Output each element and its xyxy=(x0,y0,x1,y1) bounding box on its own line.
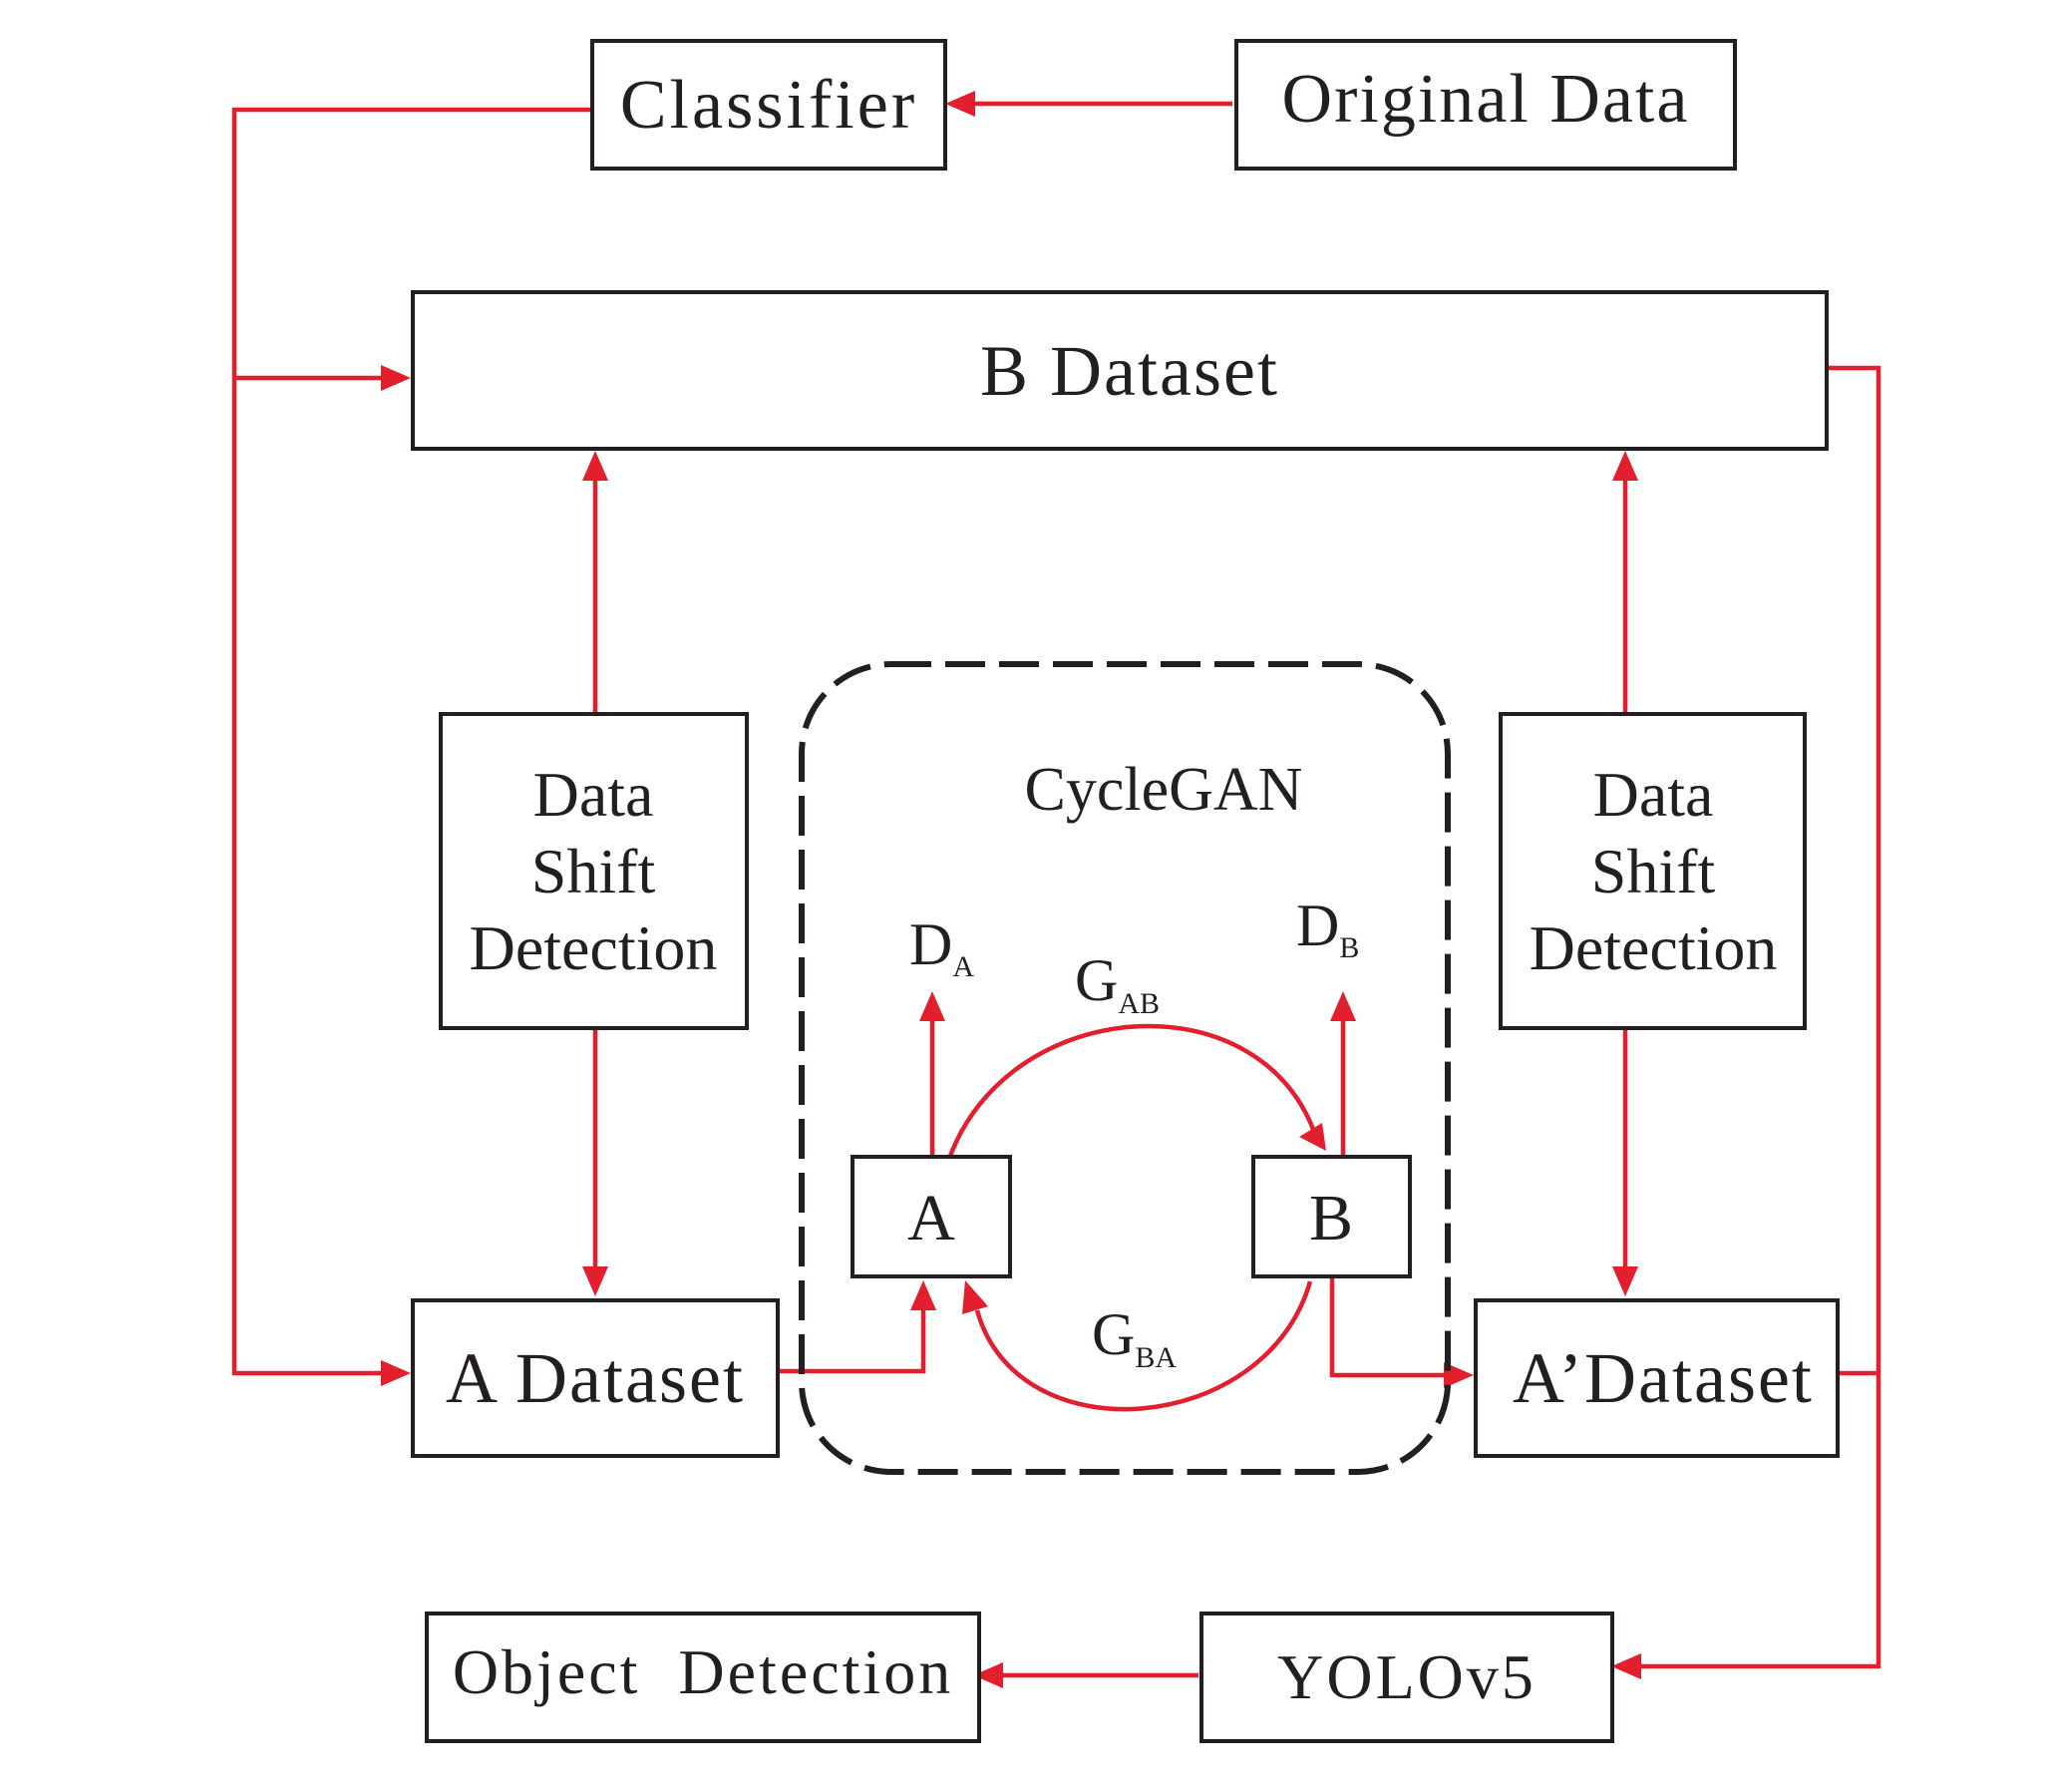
node-a-box: A xyxy=(851,1155,1012,1278)
arrowhead-to-a-prime-dataset xyxy=(1444,1362,1474,1388)
shift-left-line-1: Data xyxy=(533,759,654,830)
arrowhead-g-ba xyxy=(962,1280,988,1314)
b-dataset-label: B Dataset xyxy=(980,331,1279,411)
shift-left-line-3: Detection xyxy=(470,912,718,983)
node-a-label: A xyxy=(907,1182,955,1254)
a-prime-dataset-label: A’Dataset xyxy=(1513,1338,1814,1418)
arrowhead-to-db xyxy=(1330,991,1356,1021)
arrowhead-to-b-dataset xyxy=(381,365,411,391)
yolov5-label: YOLOv5 xyxy=(1277,1641,1537,1712)
a-prime-dataset-box: A’Dataset xyxy=(1474,1298,1840,1458)
shift-right-line-3: Detection xyxy=(1530,912,1778,983)
yolov5-box: YOLOv5 xyxy=(1199,1612,1614,1743)
b-dataset-box: B Dataset xyxy=(411,290,1829,451)
edge-g-ab-arc xyxy=(946,1023,1317,1160)
original-data-label: Original Data xyxy=(1282,61,1690,138)
a-dataset-box: A Dataset xyxy=(411,1298,780,1458)
arrowhead-to-a-dataset xyxy=(381,1360,411,1386)
arrowhead-to-object-detection xyxy=(973,1662,1003,1688)
data-shift-detection-left-box: Data Shift Detection xyxy=(439,712,749,1030)
cyclegan-label: CycleGAN xyxy=(1025,756,1303,824)
edge-node-b-to-a-prime xyxy=(1329,1276,1450,1378)
arrowhead-g-ab xyxy=(1299,1123,1326,1151)
node-b-box: B xyxy=(1251,1155,1412,1278)
discriminator-b-label: DB xyxy=(1296,893,1359,964)
node-b-label: B xyxy=(1309,1182,1353,1254)
arrowhead-to-da xyxy=(919,991,945,1021)
cyclegan-container xyxy=(799,661,1451,1475)
generator-ab-label: GAB xyxy=(1075,947,1160,1020)
data-shift-detection-right-box: Data Shift Detection xyxy=(1499,712,1807,1030)
classifier-label: Classifier xyxy=(620,67,917,144)
arrowhead-shift-right-down xyxy=(1612,1266,1638,1296)
arrowhead-shift-left-down xyxy=(582,1266,608,1296)
edge-classifier-left-loop xyxy=(231,107,590,1376)
edge-a-dataset-to-node-a xyxy=(778,1304,926,1374)
generator-ba-label: GBA xyxy=(1092,1301,1177,1374)
object-detection-box: Object Detection xyxy=(425,1612,981,1743)
a-dataset-label: A Dataset xyxy=(446,1338,745,1418)
shift-right-line-2: Shift xyxy=(1591,836,1716,906)
discriminator-a-label: DA xyxy=(909,911,974,983)
arrowhead-shift-left-up xyxy=(582,451,608,481)
original-data-box: Original Data xyxy=(1234,39,1737,171)
shift-right-line-1: Data xyxy=(1593,759,1714,830)
arrowhead-to-classifier xyxy=(945,91,975,117)
shift-left-line-2: Shift xyxy=(531,836,656,906)
classifier-box: Classifier xyxy=(590,39,947,171)
arrowhead-to-node-a xyxy=(910,1280,936,1310)
edge-right-loop xyxy=(1635,365,1881,1669)
edge-g-ba-arc xyxy=(974,1280,1313,1412)
arrowhead-shift-right-up xyxy=(1612,451,1638,481)
object-detection-label: Object Detection xyxy=(453,1636,953,1707)
arrowhead-to-yolo xyxy=(1611,1653,1641,1679)
